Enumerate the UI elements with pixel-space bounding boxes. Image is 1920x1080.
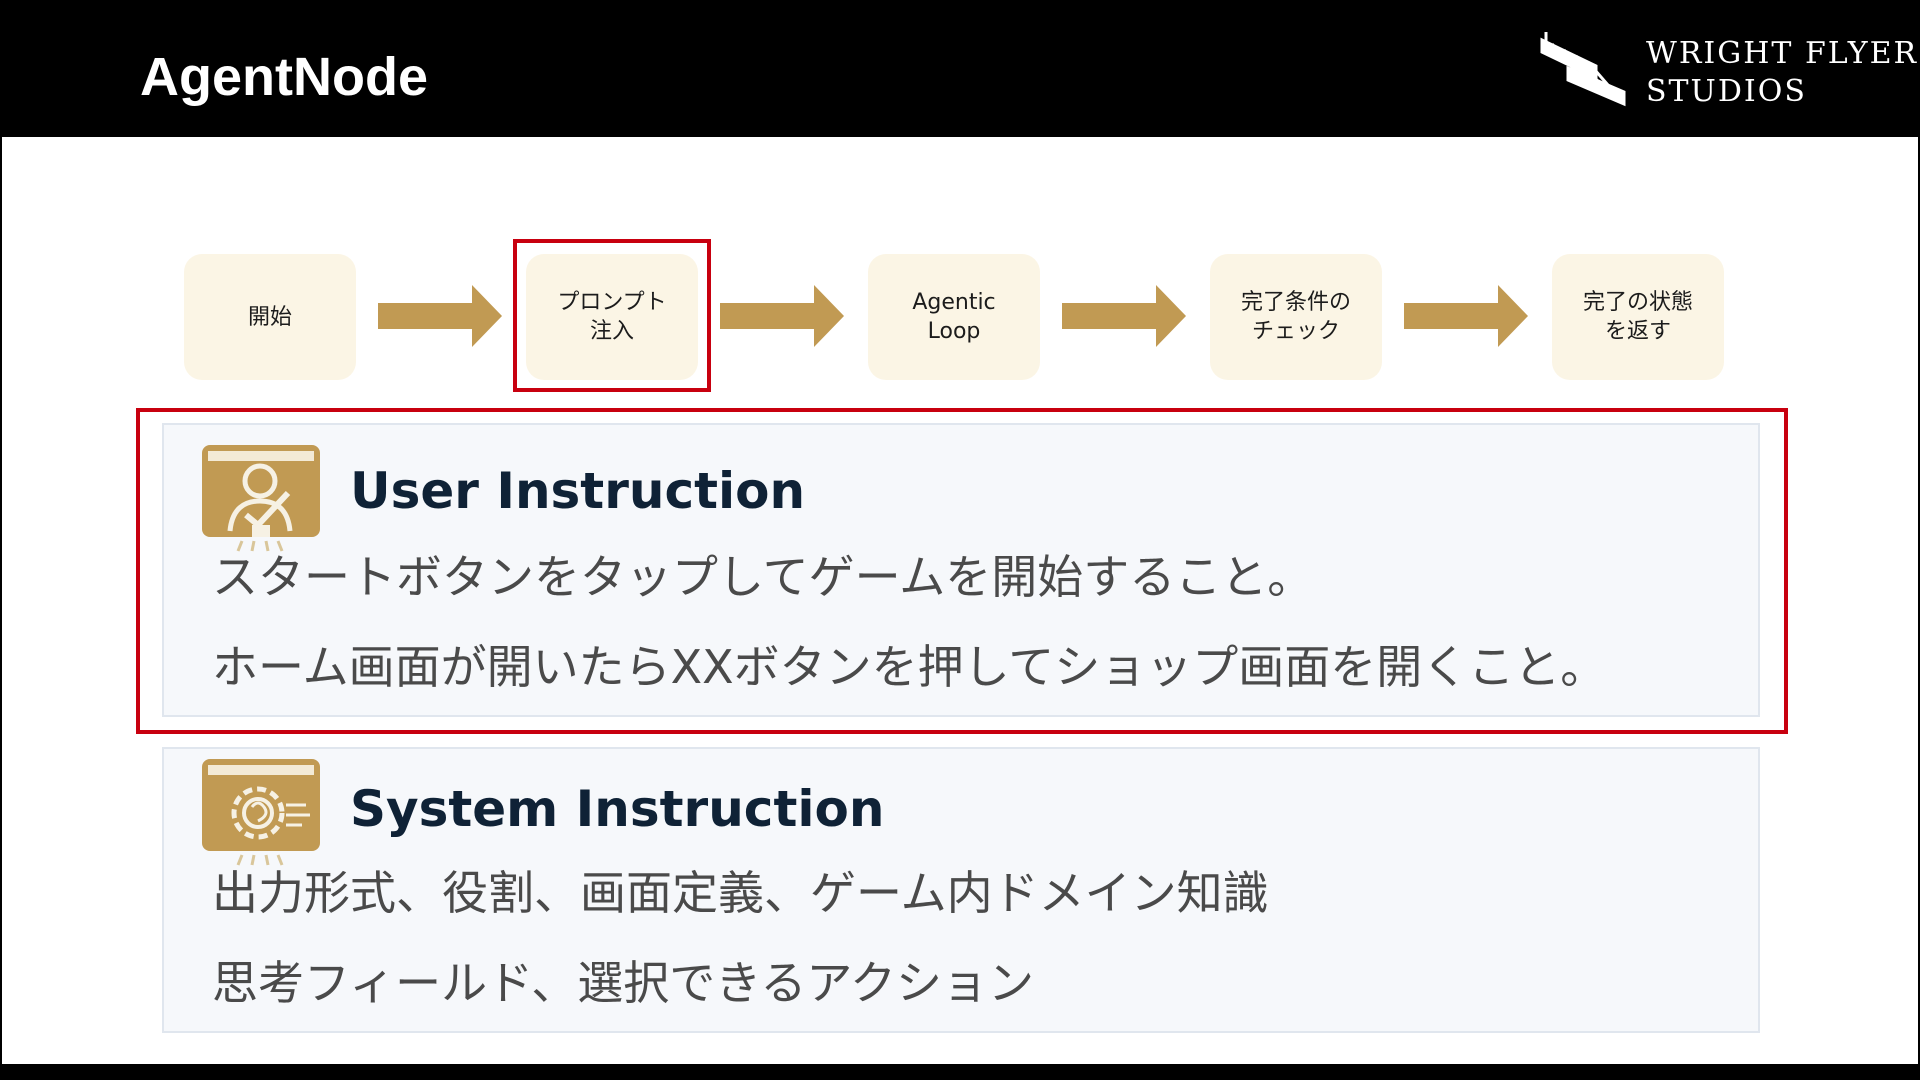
logo-text-line1: WRIGHT FLYER (1646, 36, 1919, 71)
flow-step-agentic-loop: Agentic Loop (868, 254, 1040, 380)
arrow-right-icon (1404, 285, 1528, 347)
flow-step-completion-check: 完了条件の チェック (1210, 254, 1382, 380)
system-instruction-panel: System Instruction 出力形式、役割、画面定義、ゲーム内ドメイン… (162, 747, 1760, 1033)
user-check-icon (202, 445, 320, 552)
highlight-box-prompt-step (513, 239, 711, 392)
user-instruction-panel: User Instruction スタートボタンをタップしてゲームを開始すること… (162, 423, 1760, 717)
system-instruction-line-1: 出力形式、役割、画面定義、ゲーム内ドメイン知識 (212, 866, 1269, 920)
top-bar: AgentNode WRIGHT FLYER STUDIOS (0, 0, 1920, 137)
slide-content: 開始 プロンプト 注入 Agentic Loop 完了条件の チェック 完了の状… (2, 137, 1918, 1064)
highlight-box-user-instruction (136, 408, 1788, 734)
slide-title: AgentNode (140, 47, 428, 107)
flow-step-prompt-injection: プロンプト 注入 (526, 254, 698, 380)
system-instruction-heading: System Instruction (350, 780, 885, 838)
arrow-right-icon (1062, 285, 1186, 347)
flow-step-return-status: 完了の状態 を返す (1552, 254, 1724, 380)
user-instruction-line-1: スタートボタンをタップしてゲームを開始すること。 (212, 550, 1314, 604)
biplane-logo-icon (1540, 32, 1626, 107)
gear-brain-icon (202, 759, 320, 866)
logo-text-line2: STUDIOS (1646, 74, 1807, 109)
company-logo: WRIGHT FLYER STUDIOS (1538, 28, 1916, 112)
flow-step-start: 開始 (184, 254, 356, 380)
user-instruction-line-2: ホーム画面が開いたらXXボタンを押してショップ画面を開くこと。 (212, 640, 1607, 694)
arrow-right-icon (378, 285, 502, 347)
system-instruction-line-2: 思考フィールド、選択できるアクション (212, 956, 1035, 1010)
user-instruction-heading: User Instruction (350, 462, 806, 520)
arrow-right-icon (720, 285, 844, 347)
